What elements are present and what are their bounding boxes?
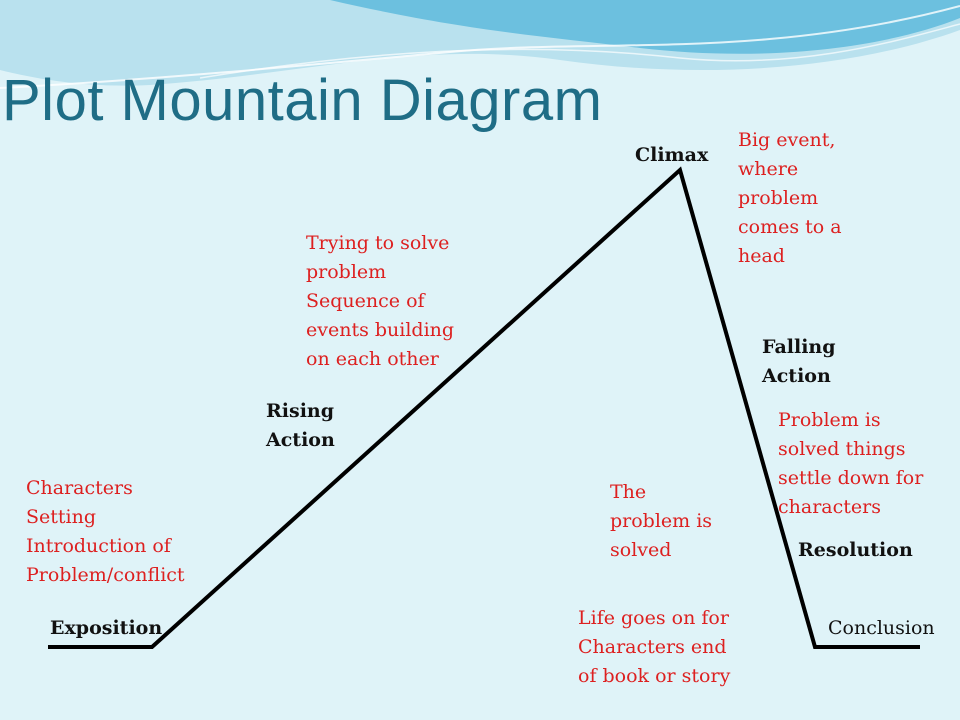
- note-rising-action-line-2: problem: [306, 261, 387, 283]
- label-resolution: Resolution: [798, 536, 913, 565]
- note-resolution: The problem is solved: [610, 478, 712, 565]
- label-rising-action-line-1: Rising: [266, 400, 335, 422]
- note-resolution-line-1: The: [610, 481, 647, 503]
- label-conclusion: Conclusion: [828, 614, 935, 643]
- note-conclusion-line-3: of book or story: [578, 665, 731, 687]
- note-falling-action-line-3: settle down for: [778, 467, 924, 489]
- note-resolution-line-2: problem is: [610, 510, 713, 532]
- note-falling-action-line-1: Problem is: [778, 409, 881, 431]
- note-exposition-line-4: Problem/conflict: [26, 564, 185, 586]
- label-exposition-text: Exposition: [50, 617, 163, 639]
- note-exposition: Characters Setting Introduction of Probl…: [26, 474, 185, 590]
- note-resolution-line-3: solved: [610, 539, 672, 561]
- label-falling-action-line-2: Action: [762, 365, 831, 387]
- label-conclusion-text: Conclusion: [828, 617, 935, 639]
- label-rising-action: Rising Action: [266, 397, 335, 455]
- label-rising-action-line-2: Action: [266, 429, 335, 451]
- label-falling-action: Falling Action: [762, 333, 836, 391]
- top-wave-stroke: [0, 5, 960, 89]
- top-wave-stroke-2: [199, 23, 960, 79]
- note-conclusion: Life goes on for Characters end of book …: [578, 604, 730, 691]
- note-climax-line-3: problem: [738, 187, 819, 209]
- note-climax-line-5: head: [738, 245, 785, 267]
- plot-mountain-line: [48, 166, 920, 649]
- label-falling-action-line-1: Falling: [762, 336, 836, 358]
- note-exposition-line-1: Characters: [26, 477, 133, 499]
- note-falling-action: Problem is solved things settle down for…: [778, 406, 923, 522]
- note-conclusion-line-2: Characters end: [578, 636, 727, 658]
- note-conclusion-line-1: Life goes on for: [578, 607, 729, 629]
- note-climax-line-1: Big event,: [738, 129, 836, 151]
- note-rising-action-line-1: Trying to solve: [306, 232, 450, 254]
- note-climax-line-2: where: [738, 158, 799, 180]
- note-climax: Big event, where problem comes to a head: [738, 126, 842, 271]
- label-climax: Climax: [635, 141, 708, 170]
- note-rising-action-line-3: Sequence of: [306, 290, 425, 312]
- note-rising-action-line-5: on each other: [306, 348, 439, 370]
- page-title: Plot Mountain Diagram: [2, 68, 603, 133]
- label-resolution-text: Resolution: [798, 539, 913, 561]
- note-exposition-line-2: Setting: [26, 506, 97, 528]
- note-falling-action-line-4: characters: [778, 496, 881, 518]
- note-exposition-line-3: Introduction of: [26, 535, 171, 557]
- note-rising-action-line-4: events building: [306, 319, 455, 341]
- note-climax-line-4: comes to a: [738, 216, 842, 238]
- top-wave-dark: [330, 0, 960, 54]
- label-climax-text: Climax: [635, 144, 709, 166]
- mountain-path: [48, 166, 920, 649]
- note-falling-action-line-2: solved things: [778, 438, 906, 460]
- note-rising-action: Trying to solve problem Sequence of even…: [306, 229, 454, 374]
- label-exposition: Exposition: [50, 614, 162, 643]
